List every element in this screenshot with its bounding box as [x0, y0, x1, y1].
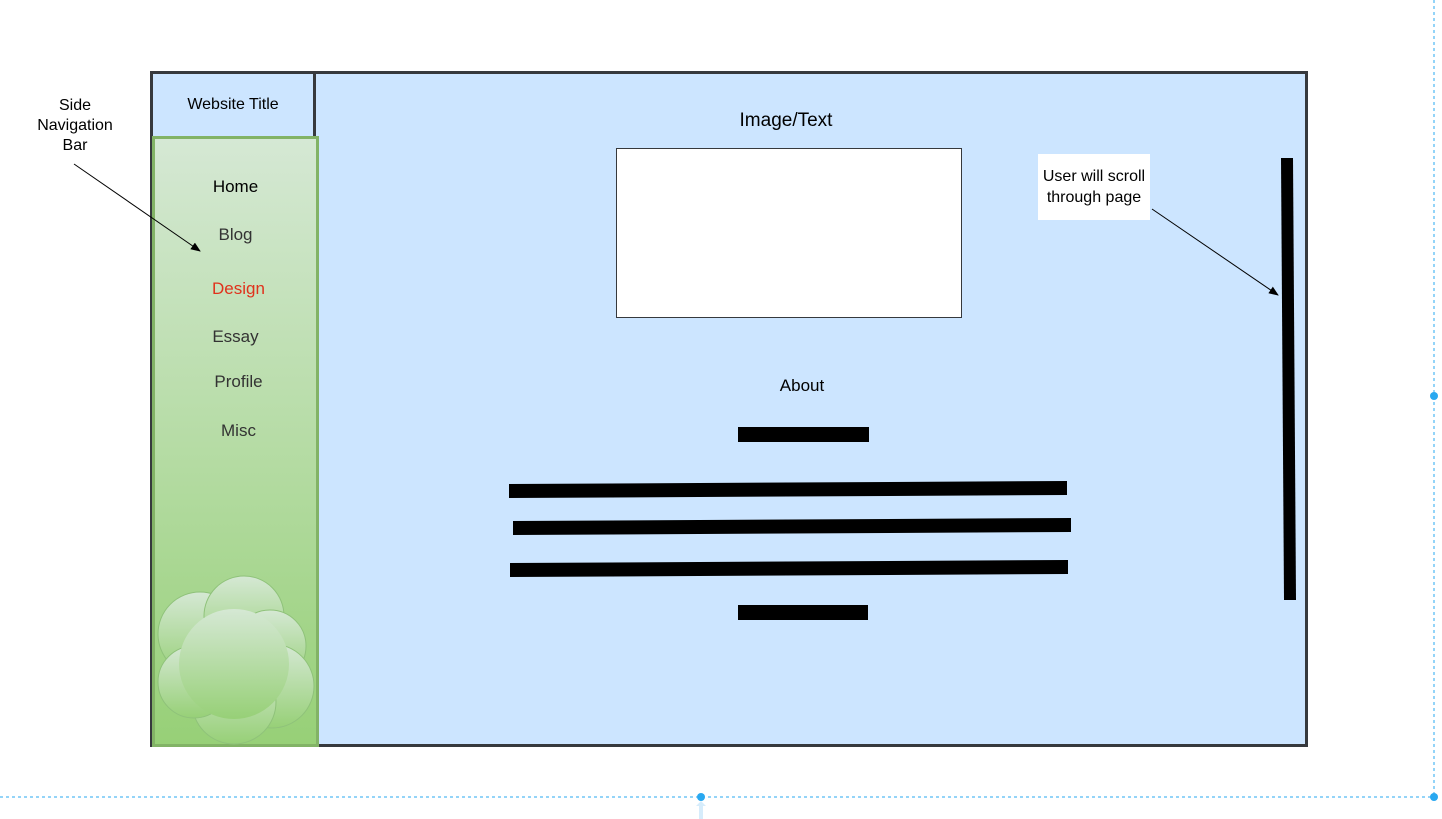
image-text-label: Image/Text — [739, 110, 833, 131]
website-title-text: Website Title — [187, 96, 279, 113]
resize-handle-corner[interactable] — [1430, 793, 1438, 801]
sidebar-item-misc[interactable]: Misc — [221, 421, 256, 440]
sidebar-item-home[interactable]: Home — [212, 177, 259, 196]
website-title[interactable]: Website Title — [150, 71, 316, 139]
rotate-handle-icon[interactable] — [696, 801, 706, 819]
about-label: About — [779, 376, 825, 395]
resize-handle-bottom[interactable] — [697, 793, 705, 801]
image-placeholder — [616, 148, 962, 318]
sidebar-item-profile[interactable]: Profile — [214, 372, 263, 391]
resize-handle-right[interactable] — [1430, 392, 1438, 400]
scroll-callout-label: User will scroll through page — [1038, 154, 1150, 220]
sidebar-item-essay[interactable]: Essay — [212, 327, 259, 346]
sidebar-item-design[interactable]: Design — [212, 279, 265, 298]
sidebar-item-blog[interactable]: Blog — [218, 225, 253, 244]
side-nav-callout-label: Side Navigation Bar — [37, 97, 113, 154]
cloud-decoration-icon — [157, 575, 315, 745]
